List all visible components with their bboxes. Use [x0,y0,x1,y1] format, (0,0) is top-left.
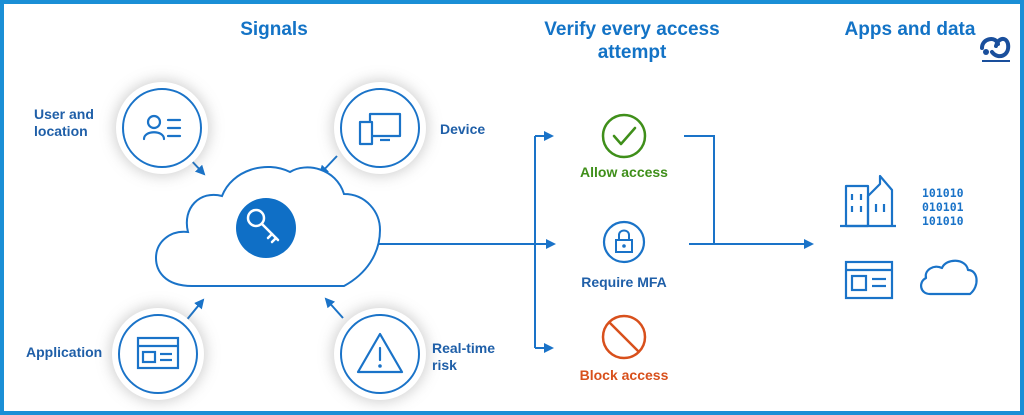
checkmark-circle-icon [601,113,647,159]
heading-verify: Verify every access attempt [516,18,748,64]
heading-apps-and-data: Apps and data [844,19,976,40]
diagram-frame: Signals Verify every access attempt Apps… [4,4,1020,411]
user-location-signal [122,88,202,168]
label-block-access: Block access [579,367,669,383]
label-user-location-line2: location [34,123,88,139]
prohibited-icon [601,314,647,360]
label-user-location: User and location [34,106,94,140]
label-realtime-risk-line2: risk [432,357,457,373]
label-allow-access: Allow access [580,164,668,180]
label-require-mfa: Require MFA [581,274,667,290]
label-application: Application [26,344,103,360]
binary-row: 101010 [922,186,964,200]
heading-verify-line1: Verify every access [544,19,720,40]
app-window-icon [136,336,180,370]
label-user-location-line1: User and [34,106,94,122]
application-signal [118,314,198,394]
key-icon [246,208,280,244]
label-device: Device [440,121,486,137]
label-realtime-risk-line1: Real-time [432,340,496,356]
binary-data-icon: 101010 010101 101010 [922,186,982,228]
community-logo-icon [980,37,1011,62]
binary-row: 101010 [922,214,964,228]
lock-circle-icon [602,220,646,264]
cloud-icon [920,259,978,296]
warning-icon [356,332,404,374]
device-signal [340,88,420,168]
app-window-icon [844,260,894,300]
binary-row: 010101 [922,200,964,214]
buildings-icon [840,174,896,228]
heading-verify-line2: attempt [597,42,667,63]
realtime-risk-signal [340,314,420,394]
label-realtime-risk: Real-time risk [432,340,495,374]
monitor-phone-icon [358,112,402,146]
user-contact-icon [142,114,182,141]
heading-signals: Signals [240,19,308,40]
